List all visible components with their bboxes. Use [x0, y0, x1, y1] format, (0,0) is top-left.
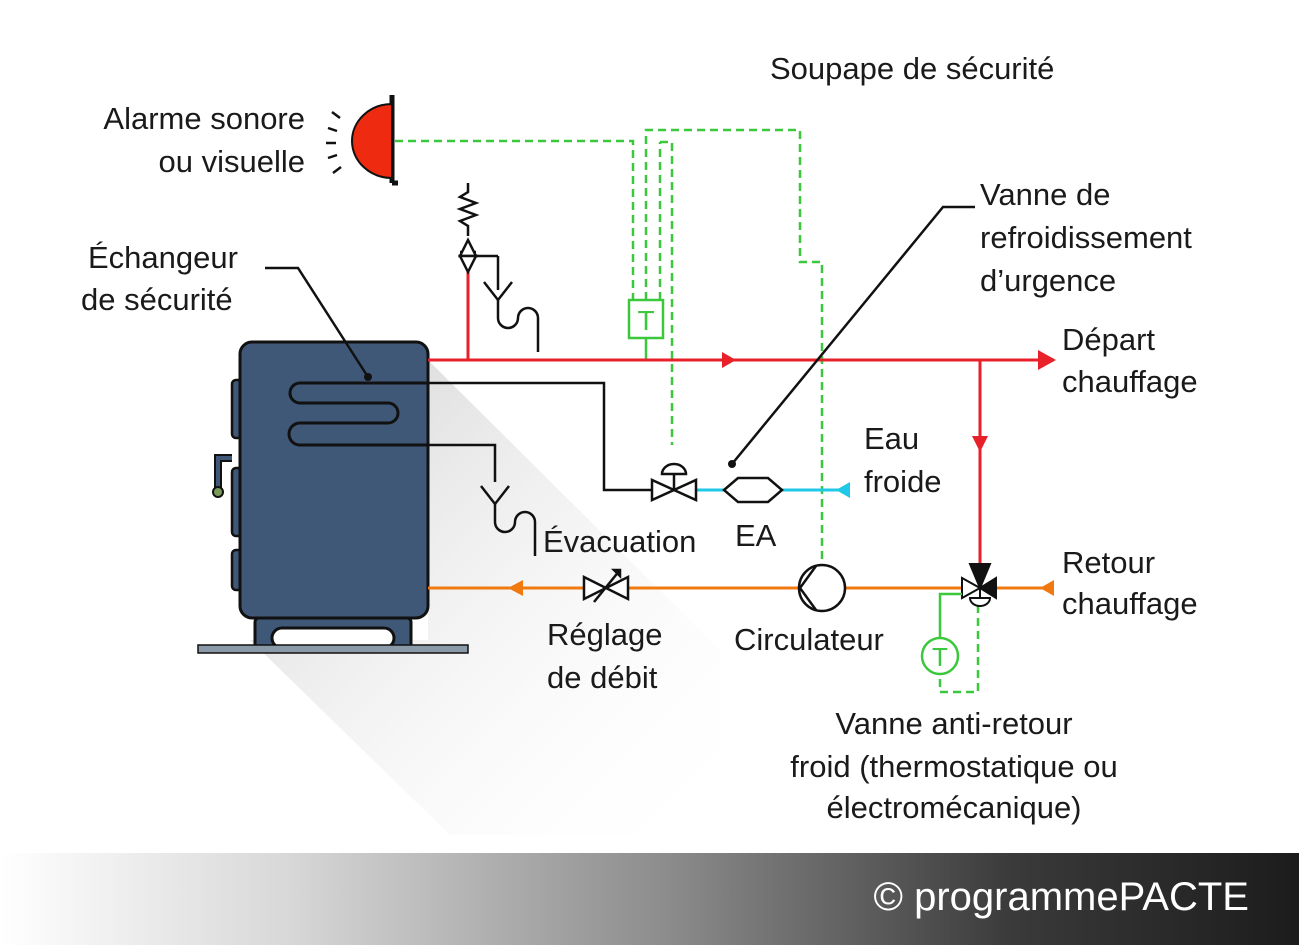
- return-arrows: [508, 580, 1054, 596]
- boiler-shadow: [250, 360, 720, 835]
- leader-lines: [265, 205, 975, 465]
- thermostat-label-bottom: T: [932, 642, 948, 672]
- hot-arrows: [722, 350, 1056, 452]
- label-anti-retour-1: Vanne anti-retour: [835, 706, 1072, 741]
- label-anti-retour-3: électromécanique): [826, 790, 1081, 825]
- exchanger-outlet-pipe: [428, 381, 652, 492]
- label-vanne-refroid-1: Vanne de: [980, 177, 1110, 212]
- label-depart-1: Départ: [1062, 322, 1155, 357]
- circulator-pump-icon: [797, 563, 847, 613]
- alarm-icon: [326, 95, 398, 186]
- label-alarme-2: ou visuelle: [159, 144, 305, 179]
- label-echangeur-1: Échangeur: [88, 240, 238, 275]
- ea-disconnector-icon: [722, 476, 784, 504]
- control-lines: [395, 128, 980, 694]
- thermostat-sensor-top: T: [627, 298, 665, 360]
- label-vanne-refroid-3: d’urgence: [980, 263, 1116, 298]
- anti-return-valve-icon: [961, 563, 997, 607]
- label-eau-1: Eau: [864, 421, 919, 456]
- label-echangeur-2: de sécurité: [81, 282, 233, 317]
- label-circulateur: Circulateur: [734, 622, 884, 657]
- boiler: [197, 340, 469, 654]
- label-reglage-2: de débit: [547, 660, 658, 695]
- drain-funnel-icon: [480, 485, 537, 556]
- cold-pipes: [696, 482, 850, 498]
- copyright-footer: © programmePACTE: [0, 853, 1299, 945]
- label-ea: EA: [735, 518, 777, 553]
- label-eau-2: froide: [864, 464, 942, 499]
- label-retour-1: Retour: [1062, 545, 1155, 580]
- cooling-valve-icon: [650, 462, 698, 502]
- label-reglage-1: Réglage: [547, 617, 662, 652]
- flow-valve-icon: [582, 568, 630, 603]
- exchanger-drain-pipe: [428, 443, 497, 482]
- safety-valve-icon: [456, 183, 540, 352]
- thermostat-label-top: T: [637, 305, 654, 336]
- label-anti-retour-2: froid (thermostatique ou: [790, 749, 1117, 784]
- thermostat-sensor-bottom: T: [920, 592, 962, 676]
- label-evacuation: Évacuation: [543, 524, 696, 559]
- label-soupape: Soupape de sécurité: [770, 51, 1054, 86]
- label-alarme-1: Alarme sonore: [103, 101, 305, 136]
- copyright-text: © programmePACTE: [873, 875, 1250, 919]
- hot-pipes: [428, 272, 1052, 564]
- exchanger-coil: [287, 381, 428, 447]
- label-depart-2: chauffage: [1062, 364, 1198, 399]
- label-retour-2: chauffage: [1062, 586, 1198, 621]
- label-vanne-refroid-2: refroidissement: [980, 220, 1192, 255]
